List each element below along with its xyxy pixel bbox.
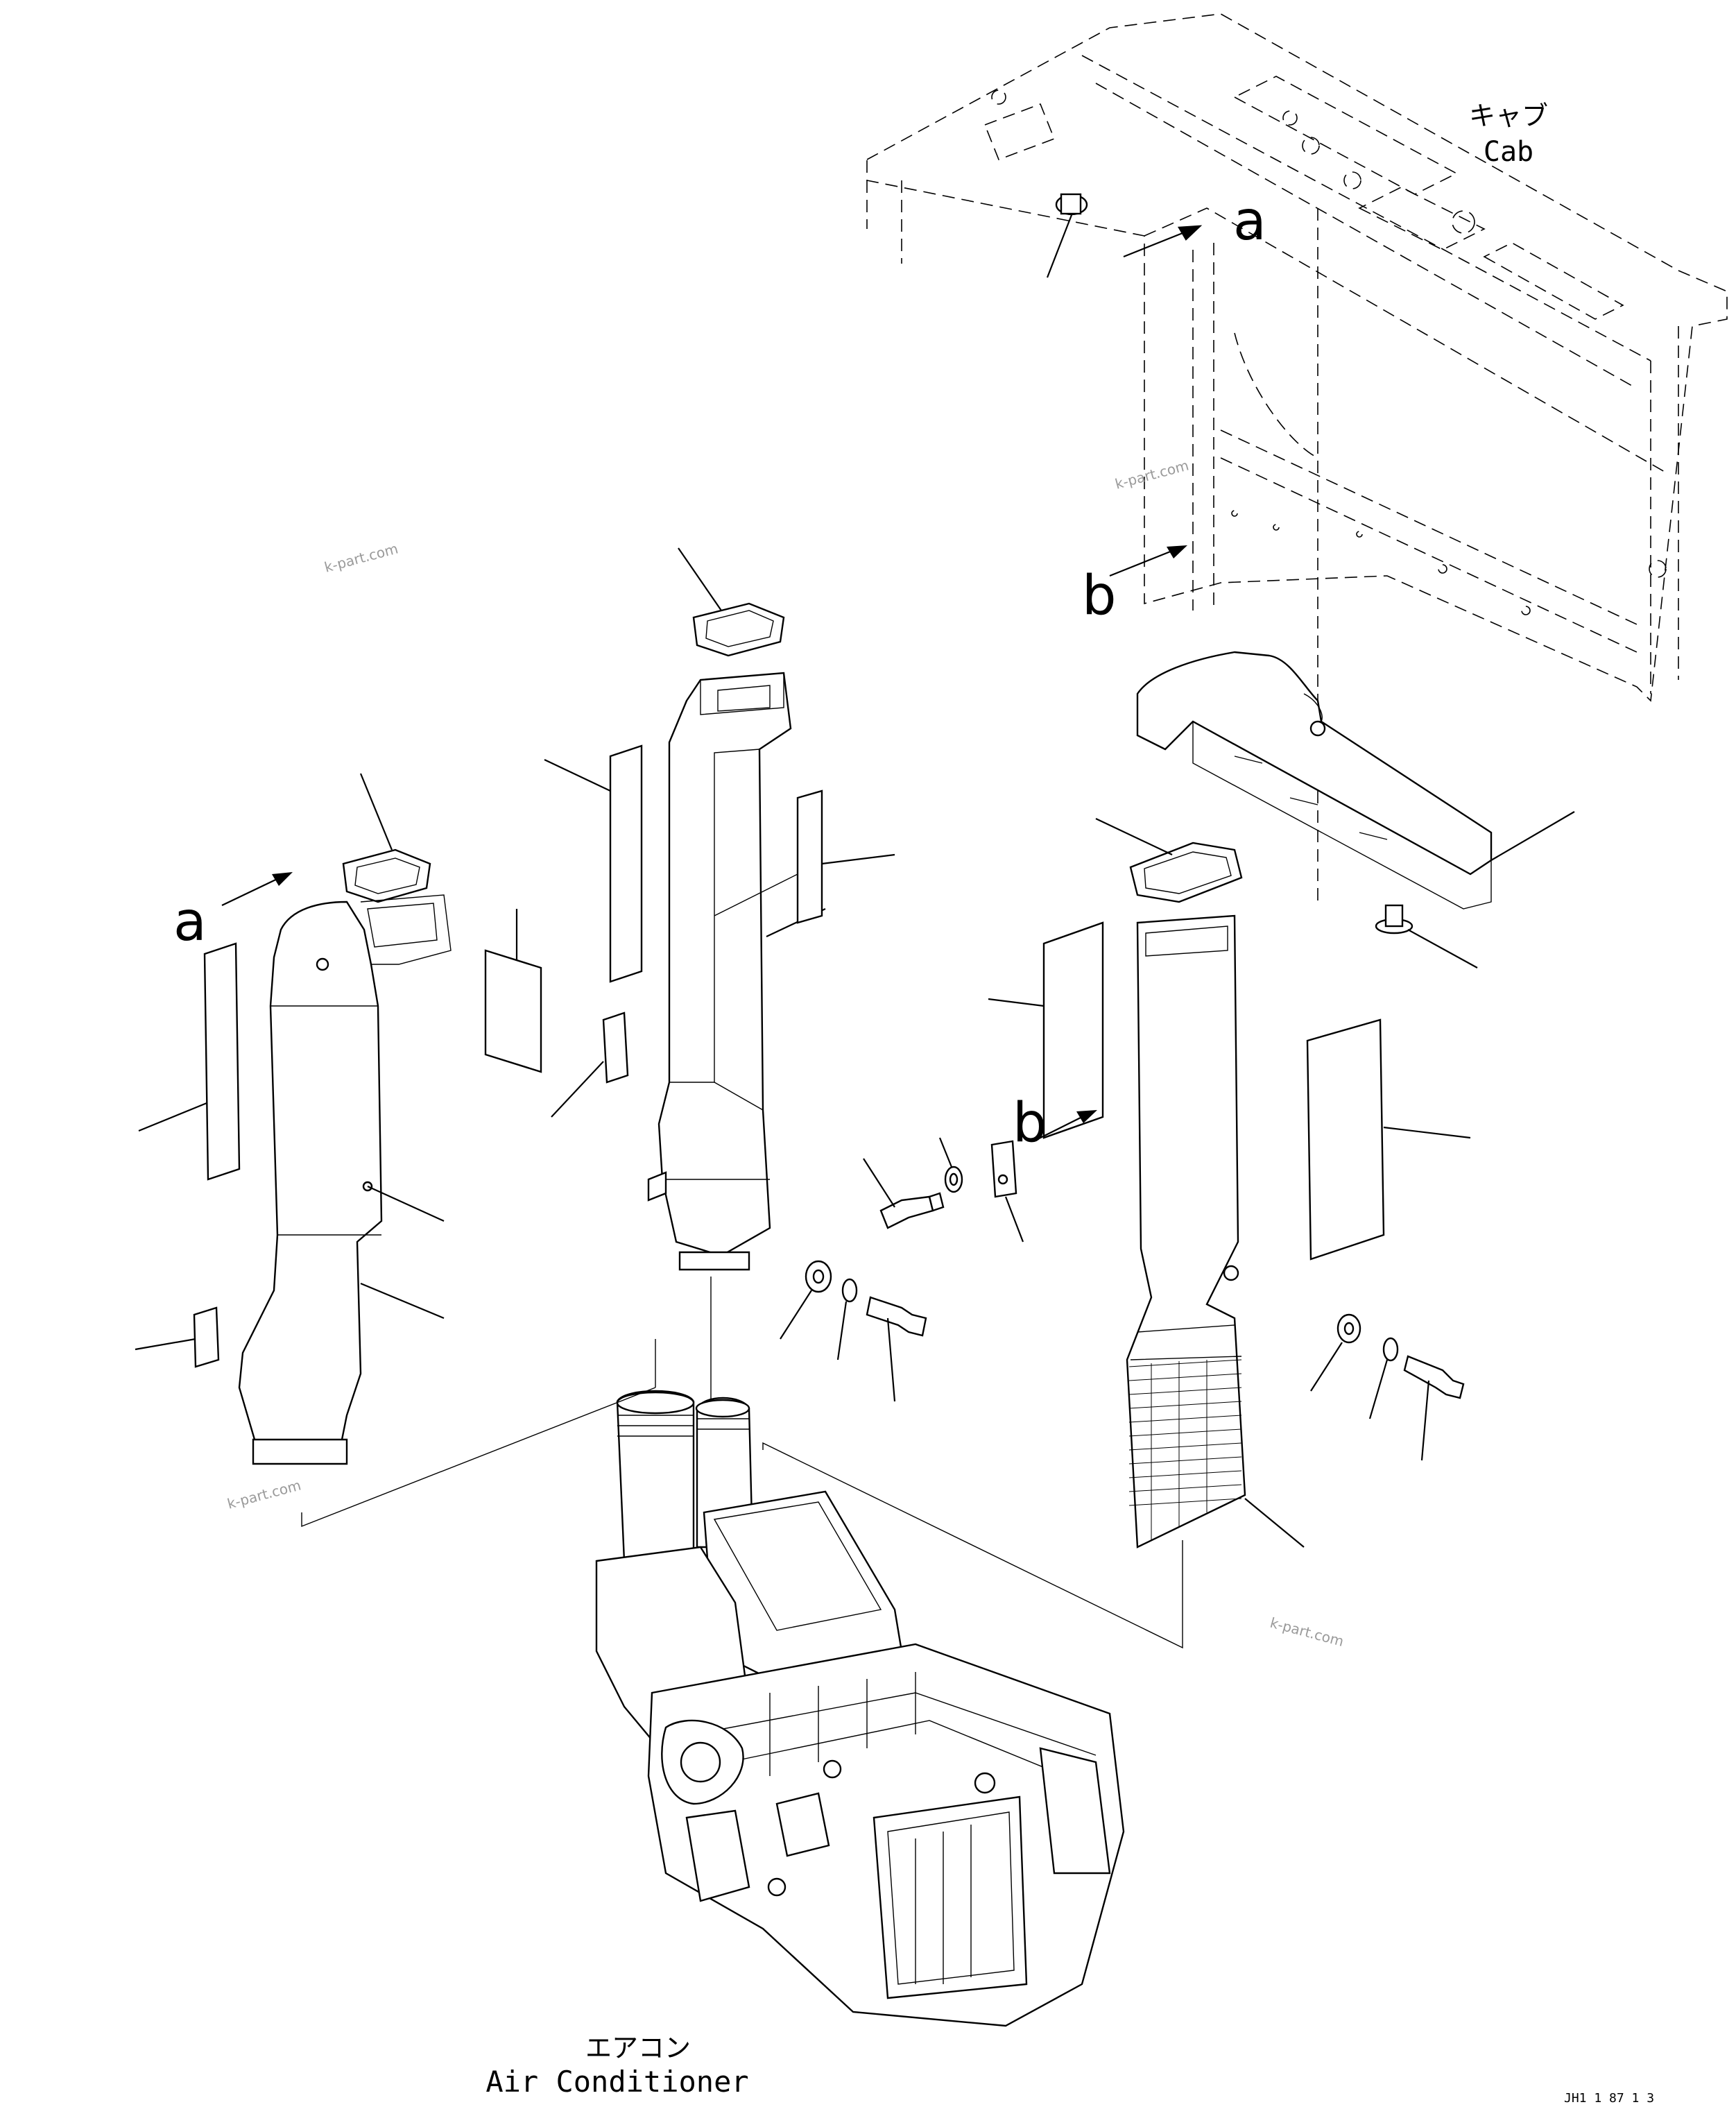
pad-left-small (135, 1306, 220, 1368)
connection-line-left (301, 1339, 656, 1528)
view-arrow-b-center: b (1013, 1092, 1097, 1154)
pad-left-right (484, 909, 542, 1073)
cab-frame (866, 13, 1728, 902)
drawing-id: JH1 1 87 1 3 (1564, 2091, 1654, 2106)
gasket-ring-right (1095, 818, 1243, 903)
connection-line-right (762, 1442, 1183, 1649)
pad-left-tall (138, 942, 241, 1181)
washer-center (938, 1137, 963, 1193)
view-letter-b-center: b (1013, 1092, 1047, 1154)
view-arrow-a-left: a (173, 872, 293, 953)
watermark-3: k-part.com (225, 1476, 302, 1512)
air-conditioner-unit (595, 1390, 1125, 2027)
gasket-ring-left (342, 773, 431, 903)
pad-center-right (796, 790, 895, 924)
watermark-2: k-part.com (1113, 456, 1190, 492)
grommet-right (1375, 904, 1478, 968)
watermark-1: k-part.com (323, 540, 399, 575)
center-tall-duct (647, 672, 826, 1271)
left-duct (238, 894, 452, 1465)
cab-clip (1046, 193, 1088, 278)
gasket-ring-center (678, 547, 785, 657)
ac-label-jp: エアコン (585, 2033, 691, 2063)
bolt-center (863, 1158, 945, 1229)
view-letter-a-top: a (1233, 190, 1266, 253)
pad-center-small (551, 1012, 629, 1118)
pad-center-left (544, 744, 643, 983)
right-tall-duct (1126, 914, 1305, 1548)
view-arrow-b-top: b (1082, 545, 1187, 627)
pad-right-left (988, 921, 1104, 1139)
view-letter-a-left: a (173, 891, 207, 953)
pad-right-large (1306, 1018, 1471, 1261)
watermark-4: k-part.com (1269, 1614, 1346, 1650)
bracket-small (990, 1140, 1024, 1243)
ac-label-en: Air Conditioner (485, 2065, 748, 2099)
hardware-right-lower (1310, 1313, 1465, 1461)
upper-right-duct (1136, 651, 1575, 910)
hardware-center-lower (780, 1260, 927, 1402)
duct-ribbed-section (1128, 1359, 1242, 1540)
cab-label-en: Cab (1484, 136, 1533, 168)
view-letter-b-top: b (1082, 565, 1117, 627)
cab-label-jp: キャブ (1469, 101, 1548, 131)
view-arrow-a-top: a (1123, 190, 1266, 258)
